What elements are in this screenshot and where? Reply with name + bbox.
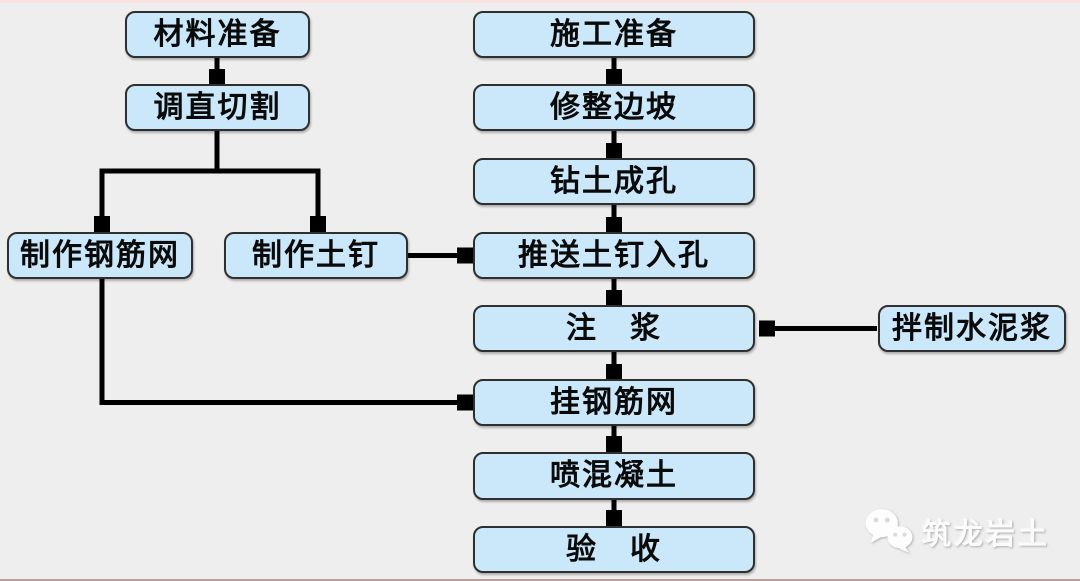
- node-make-soil-nail: 制作土钉: [224, 232, 408, 279]
- node-push-nail-into-hole: 推送土钉入孔: [473, 232, 755, 279]
- node-mix-cement-slurry: 拌制水泥浆: [878, 305, 1066, 352]
- node-grouting: 注 浆: [473, 305, 755, 352]
- node-spray-concrete: 喷混凝土: [473, 452, 755, 500]
- node-hang-rebar-mesh: 挂钢筋网: [473, 379, 755, 426]
- node-construction-prep: 施工准备: [473, 11, 755, 58]
- arrow-mesh-to-hang: [99, 278, 458, 403]
- top-edge-strip: [0, 0, 1080, 3]
- node-trim-slope: 修整边坡: [473, 84, 755, 131]
- node-straighten-cut: 调直切割: [125, 84, 310, 131]
- node-acceptance: 验 收: [473, 526, 755, 573]
- bottom-edge-strip: [0, 579, 1080, 581]
- node-drill-holes: 钻土成孔: [473, 158, 755, 205]
- node-material-prep: 材料准备: [125, 11, 310, 58]
- node-make-rebar-mesh: 制作钢筋网: [7, 232, 193, 279]
